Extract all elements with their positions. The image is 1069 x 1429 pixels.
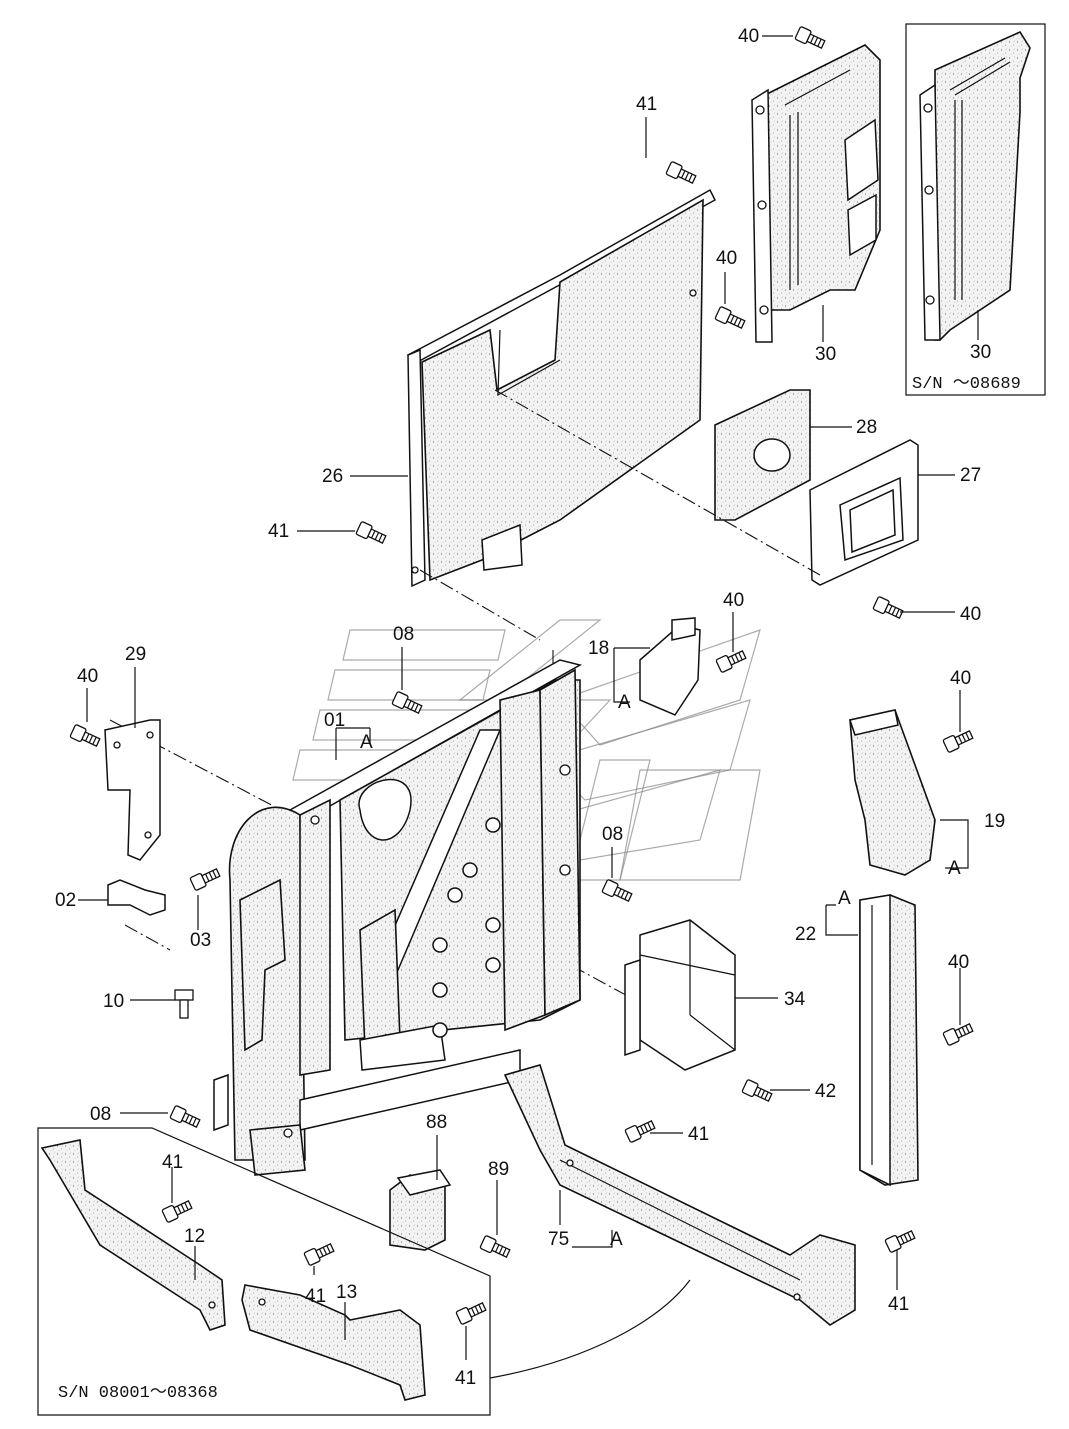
part-01-frame-assembly: 01 A <box>213 659 583 1176</box>
label-A-19: A <box>948 858 961 879</box>
part-26-rear-cover: 26 <box>322 188 716 588</box>
bolt-40-top: 40 <box>738 25 827 52</box>
label-40-top: 40 <box>738 26 759 47</box>
serial-note-08689: S/N ～08689 <box>912 375 1021 394</box>
label-02: 02 <box>55 890 76 911</box>
label-88: 88 <box>426 1112 447 1133</box>
inset-sn-08689: 30 S/N ～08689 <box>905 23 1046 396</box>
bolt-10: 10 <box>103 989 194 1019</box>
label-A-22: A <box>838 888 851 909</box>
label-40-22: 40 <box>948 952 969 973</box>
bolt-08-low: 08 <box>90 1104 202 1131</box>
label-40-mid: 40 <box>716 248 737 269</box>
label-41-13: 41 <box>305 1286 326 1307</box>
label-41-left: 41 <box>268 521 289 542</box>
label-41-upper: 41 <box>636 94 657 115</box>
label-28: 28 <box>856 417 877 438</box>
label-41-75: 41 <box>688 1124 709 1145</box>
label-08-top: 08 <box>393 624 414 645</box>
label-41-13b: 41 <box>455 1368 476 1389</box>
part-28-foam-pad: 28 <box>714 389 877 521</box>
label-A-18: A <box>618 692 631 713</box>
part-27-duct-plate: 27 <box>809 439 981 586</box>
label-03: 03 <box>190 930 211 951</box>
label-89: 89 <box>488 1159 509 1180</box>
part-34-cover: 34 <box>624 919 806 1071</box>
label-01: 01 <box>324 710 345 731</box>
label-19: 19 <box>984 811 1005 832</box>
label-A-01: A <box>360 732 373 753</box>
label-41-12: 41 <box>162 1152 183 1173</box>
label-13: 13 <box>336 1282 357 1303</box>
label-26: 26 <box>322 466 343 487</box>
part-22-side-strip: A 22 40 <box>795 888 975 1187</box>
label-08-mid: 08 <box>602 824 623 845</box>
label-A-75: A <box>610 1229 623 1250</box>
label-75: 75 <box>548 1229 569 1250</box>
label-42: 42 <box>815 1081 836 1102</box>
part-88-clip: 88 89 <box>389 1112 512 1261</box>
part-18-bracket: 18 A 40 <box>588 590 748 716</box>
label-30: 30 <box>815 344 836 365</box>
label-40-19: 40 <box>950 668 971 689</box>
label-40-29: 40 <box>77 666 98 687</box>
label-27: 27 <box>960 465 981 486</box>
part-30-side-cover: 30 <box>751 44 881 365</box>
label-40-18: 40 <box>723 590 744 611</box>
inset-sn-08001-08368: 41 12 41 13 41 S/N 08001～08368 <box>37 1127 691 1416</box>
label-41-br: 41 <box>888 1294 909 1315</box>
label-40-right: 40 <box>960 604 981 625</box>
serial-note-08001-08368: S/N 08001～08368 <box>58 1384 218 1403</box>
bolt-08-mid: 08 <box>601 824 634 905</box>
bolt-41-upper: 41 <box>636 94 698 187</box>
label-10: 10 <box>103 991 124 1012</box>
label-08-low: 08 <box>90 1104 111 1125</box>
bolt-40-right: 40 <box>872 595 981 625</box>
label-30-inset: 30 <box>970 342 991 363</box>
part-75-cross-member: 41 75 A 41 <box>503 1064 917 1326</box>
label-22: 22 <box>795 924 816 945</box>
part-02-bracket: 02 03 <box>55 865 222 951</box>
part-19-guide: 19 A 40 <box>849 668 1005 879</box>
part-29-plate: 29 40 <box>69 644 161 861</box>
bolt-08-top: 08 <box>391 624 424 717</box>
label-29: 29 <box>125 644 146 665</box>
label-18: 18 <box>588 638 609 659</box>
label-34: 34 <box>784 989 806 1010</box>
bolt-40-mid: 40 <box>714 248 747 332</box>
bolt-42: 42 <box>741 1078 836 1105</box>
bolt-41-left: 41 <box>268 520 388 547</box>
label-12: 12 <box>184 1226 205 1247</box>
